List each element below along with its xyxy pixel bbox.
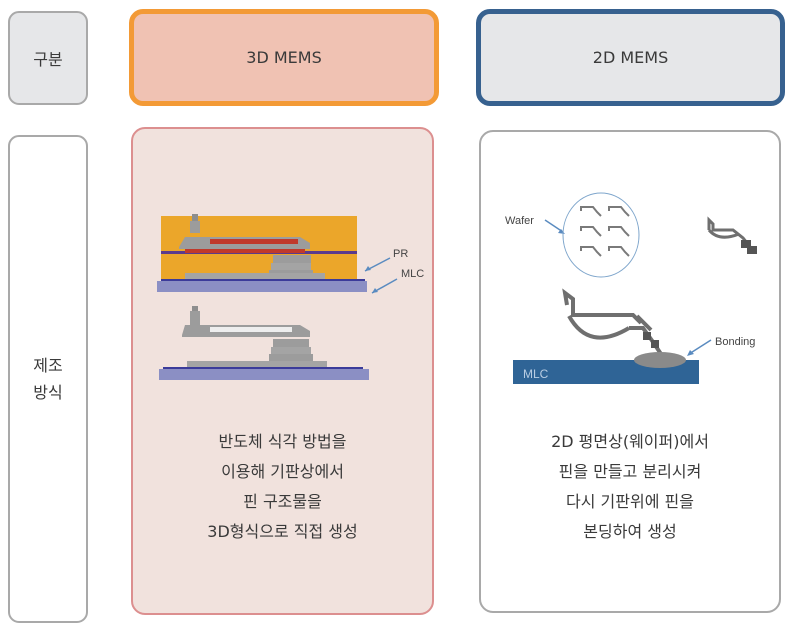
- header-3d-mems-label: 3D MEMS: [246, 48, 322, 67]
- header-2d-mems-label: 2D MEMS: [592, 48, 669, 67]
- card-2d-mems: Wafer MLC: [479, 130, 781, 613]
- row-label-line: 제조: [33, 356, 63, 375]
- description-line: 3D형식으로 직접 생성: [207, 522, 358, 541]
- card-3d-mems: PR MLC 반도체 식각 방법을 이용해 기판상에서 핀 구조물을 3D형식으…: [131, 127, 434, 615]
- description-line: 이용해 기판상에서: [221, 462, 344, 481]
- description-line: 핀을 만들고 분리시켜: [558, 462, 702, 481]
- description-line: 핀 구조물을: [243, 492, 322, 511]
- description-line: 다시 기판위에 핀을: [566, 492, 694, 511]
- header-2d-mems-cell: 2D MEMS: [476, 9, 785, 106]
- mlc-label: MLC: [401, 268, 424, 280]
- header-category-cell: 구분: [8, 11, 88, 105]
- header-category-label: 구분: [33, 50, 63, 69]
- header-3d-mems-cell: 3D MEMS: [129, 9, 439, 106]
- description-line: 2D 평면상(웨이퍼)에서: [551, 432, 709, 451]
- description-line: 본딩하여 생성: [583, 522, 677, 541]
- row-label-manufacturing-method: 제조 방식: [8, 135, 88, 623]
- 3d-mems-description: 반도체 식각 방법을 이용해 기판상에서 핀 구조물을 3D형식으로 직접 생성: [133, 427, 432, 547]
- pr-label: PR: [393, 248, 408, 260]
- 2d-mems-process-figure: Wafer MLC: [505, 192, 757, 384]
- bonding-label: Bonding: [715, 336, 755, 348]
- wafer-label: Wafer: [505, 215, 534, 227]
- 2d-mems-description: 2D 평면상(웨이퍼)에서 핀을 만들고 분리시켜 다시 기판위에 핀을 본딩하…: [481, 427, 779, 547]
- mlc-label: MLC: [523, 367, 549, 381]
- description-line: 반도체 식각 방법을: [218, 432, 347, 451]
- 3d-mems-process-figure: PR MLC: [157, 214, 424, 380]
- row-label-line: 방식: [33, 383, 63, 402]
